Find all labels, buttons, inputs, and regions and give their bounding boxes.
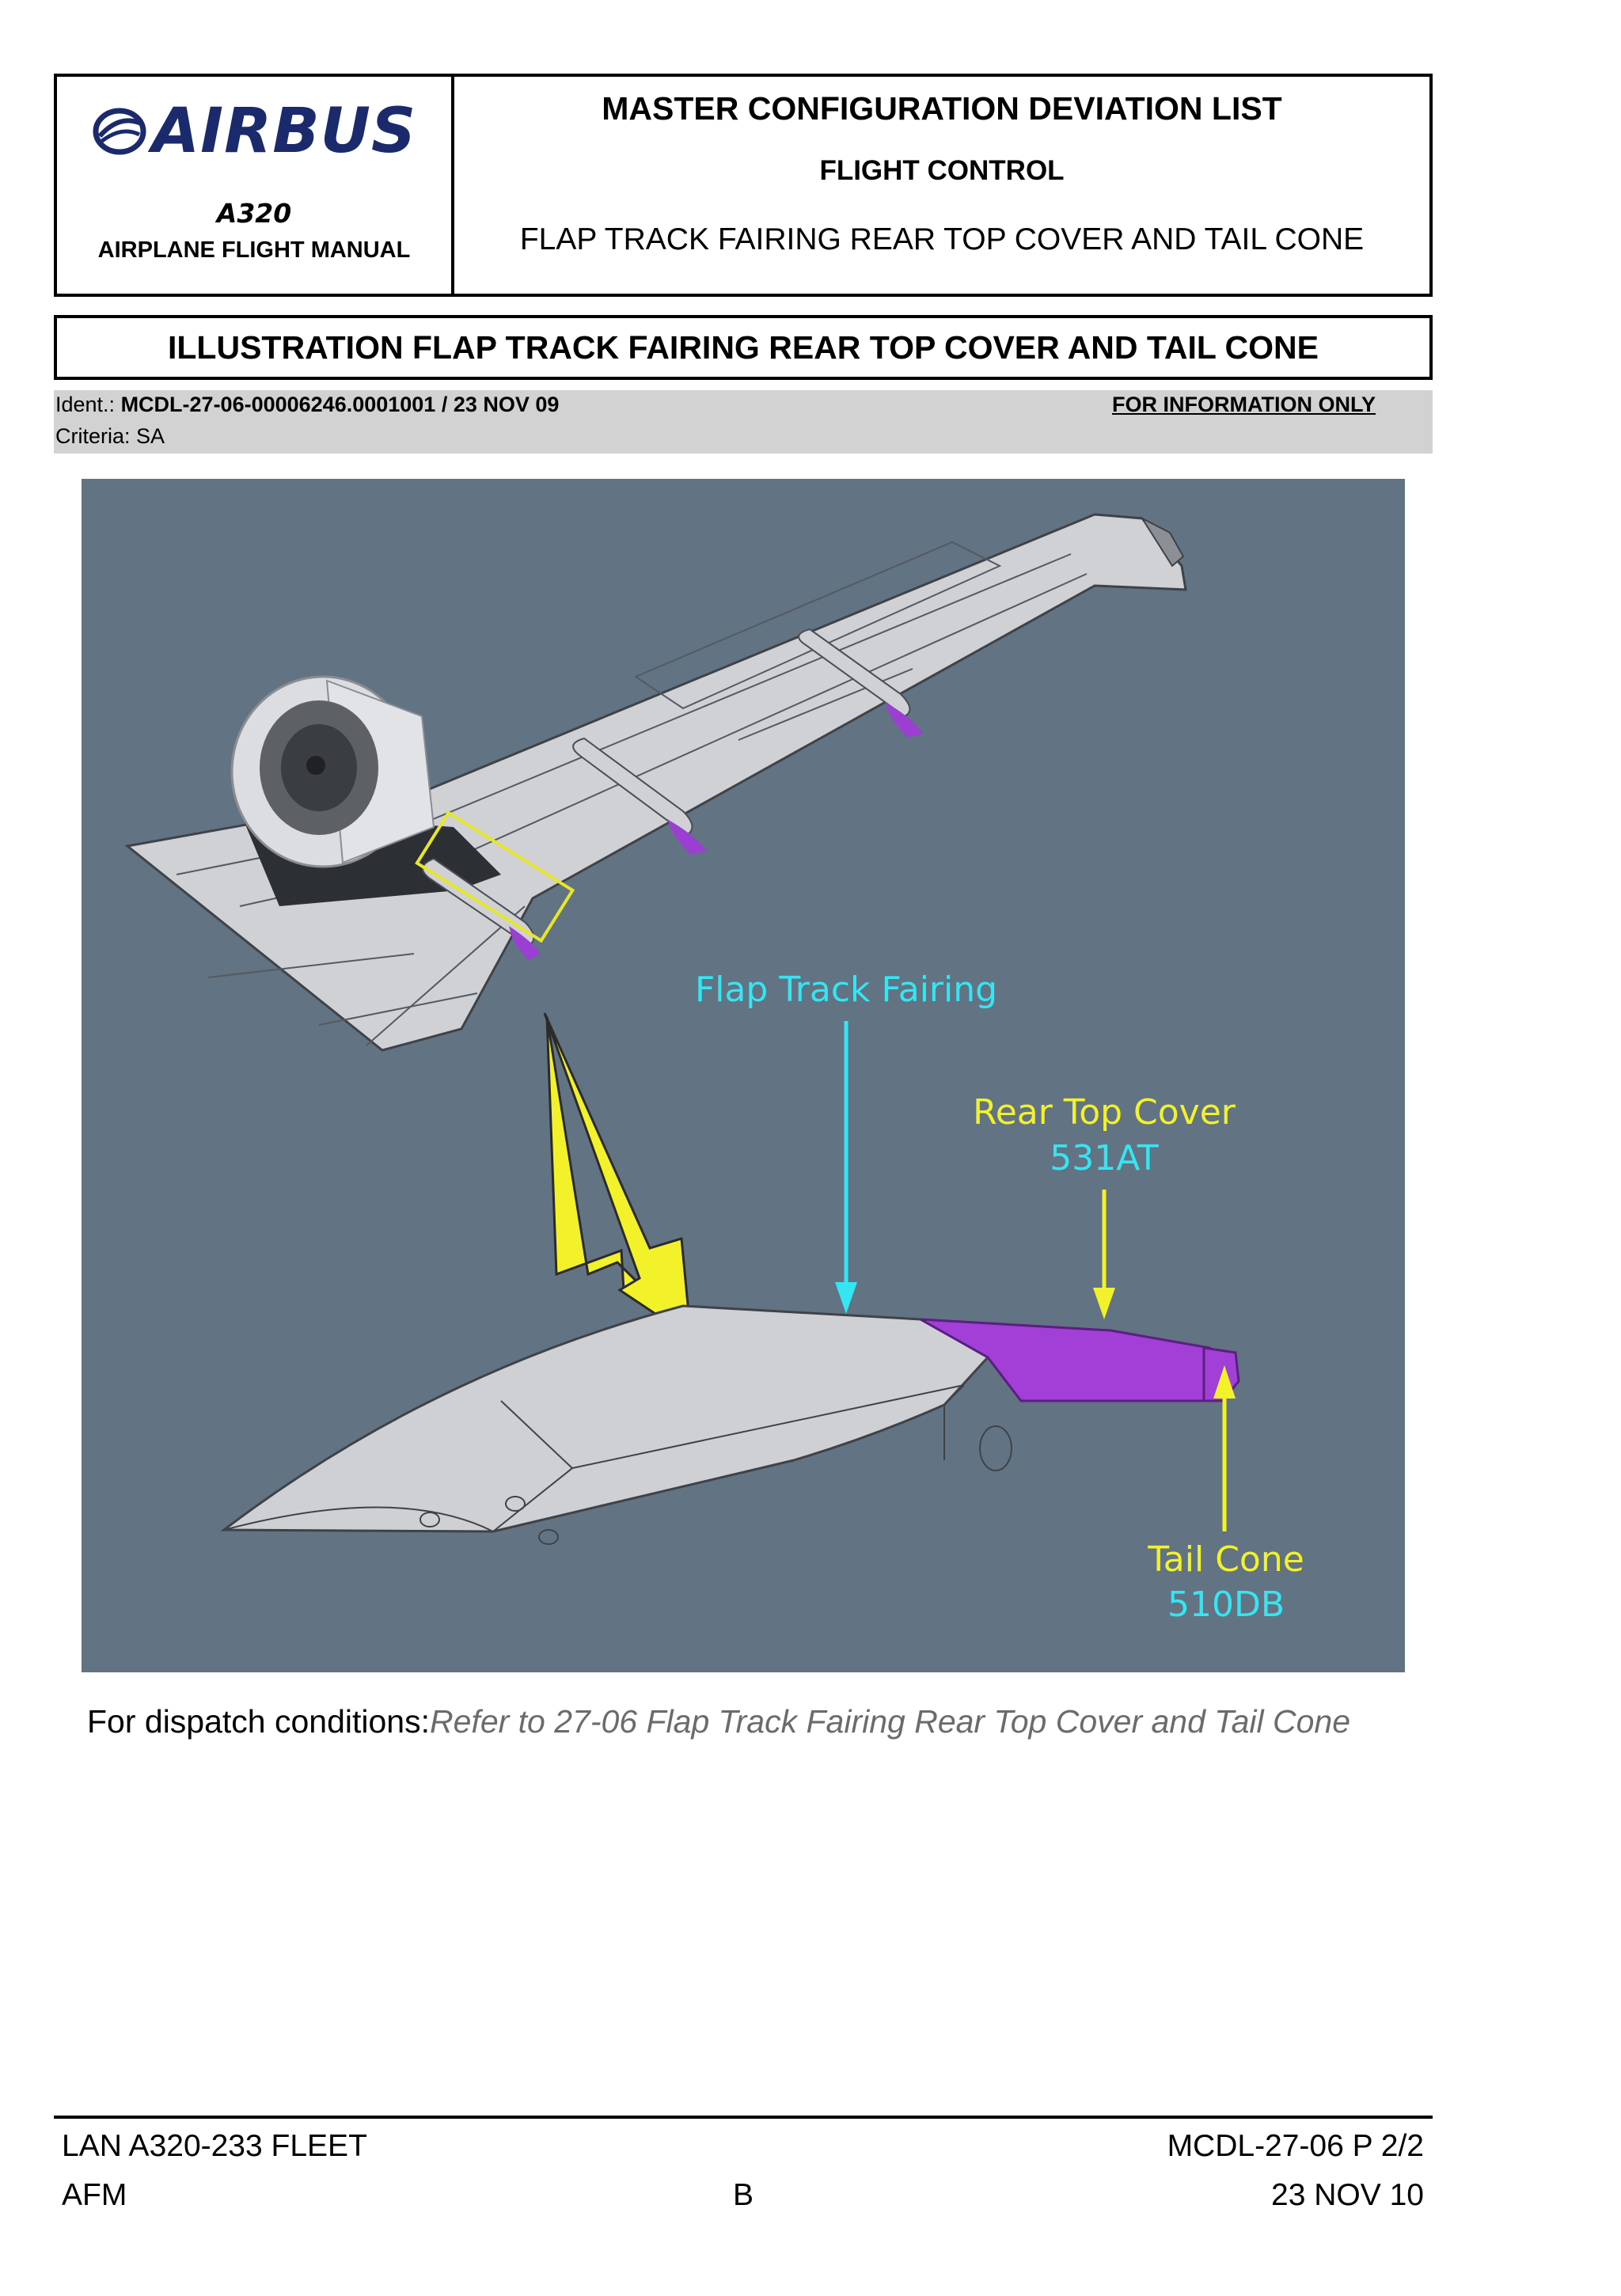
label-rear-top-cover: Rear Top Cover [973, 1092, 1236, 1133]
engine-drawing [230, 675, 501, 906]
callout-box [415, 810, 575, 943]
aircraft-type: A320 [216, 198, 292, 229]
criteria: Criteria: SA [55, 424, 165, 448]
dispatch-label: For dispatch conditions: [87, 1703, 431, 1740]
item-title: FLAP TRACK FAIRING REAR TOP COVER AND TA… [519, 222, 1365, 256]
footer-date: 23 NOV 10 [1271, 2178, 1424, 2212]
footer-rule [54, 2116, 1433, 2119]
footer-afm: AFM [62, 2178, 127, 2212]
manual-name: AIRPLANE FLIGHT MANUAL [97, 237, 411, 263]
header-title-cell: MASTER CONFIGURATION DEVIATION LIST FLIG… [454, 77, 1429, 294]
dispatch-reference: Refer to 27-06 Flap Track Fairing Rear T… [430, 1703, 1351, 1740]
document-title: MASTER CONFIGURATION DEVIATION LIST [602, 90, 1282, 127]
ident-value: MCDL-27-06-00006246.0001001 / 23 NOV 09 [120, 393, 560, 416]
document-header: AIRBUS A320 AIRPLANE FLIGHT MANUAL MASTE… [54, 74, 1433, 297]
chapter-title: FLIGHT CONTROL [819, 155, 1065, 186]
airbus-logo: AIRBUS [92, 101, 416, 162]
footer-revision: B [733, 2178, 754, 2212]
header-logo-cell: AIRBUS A320 AIRPLANE FLIGHT MANUAL [57, 77, 454, 294]
ident-line: Ident.: MCDL-27-06-00006246.0001001 / 23… [55, 393, 559, 417]
ident-label: Ident.: [55, 393, 121, 416]
wing-flap-track-fairings [415, 628, 923, 960]
callout-arrows [835, 1021, 1236, 1531]
label-flap-track-fairing: Flap Track Fairing [695, 970, 997, 1010]
footer-fleet: LAN A320-233 FLEET [62, 2129, 367, 2163]
label-tail-cone-code: 510DB [1167, 1584, 1285, 1625]
fairing-illustration: Flap Track Fairing Rear Top Cover 531AT … [82, 479, 1405, 1672]
airbus-swirl-icon [93, 108, 146, 155]
label-tail-cone: Tail Cone [1147, 1539, 1304, 1580]
information-only-notice: FOR INFORMATION ONLY [1112, 393, 1376, 416]
label-rear-top-cover-code: 531AT [1050, 1138, 1159, 1178]
detailed-fairing-drawing [220, 1304, 1240, 1545]
footer-page-ref: MCDL-27-06 P 2/2 [1167, 2129, 1424, 2163]
logo-wordmark: AIRBUS [151, 96, 417, 167]
ident-band [54, 390, 1433, 454]
dispatch-conditions: For dispatch conditions:Refer to 27-06 F… [87, 1703, 1350, 1740]
illustration-title: ILLUSTRATION FLAP TRACK FAIRING REAR TOP… [54, 315, 1433, 380]
